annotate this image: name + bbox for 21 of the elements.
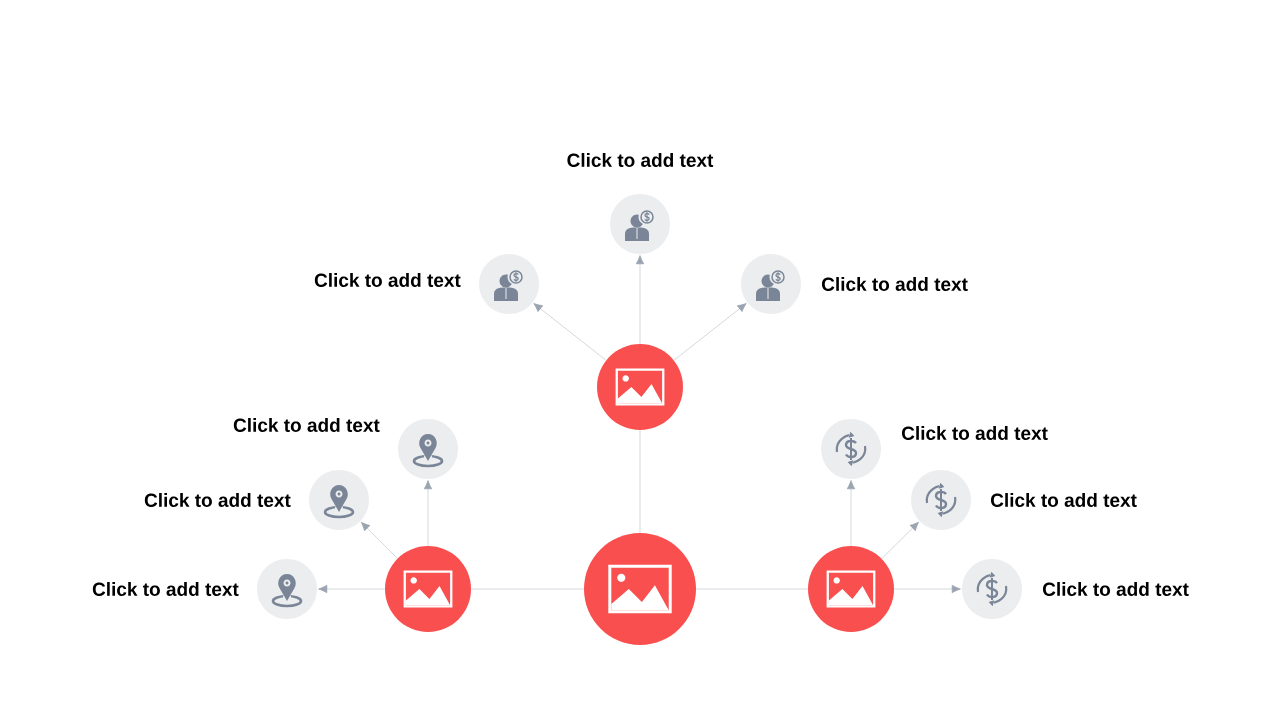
caption-text: Click to add text — [233, 418, 380, 432]
arrow — [423, 480, 433, 547]
caption-text: Click to add text — [991, 493, 1137, 507]
arrow — [360, 521, 398, 559]
caption-text: Click to add text — [92, 582, 239, 596]
arrow — [635, 255, 645, 345]
icon-circle — [821, 419, 881, 479]
icon-circle — [911, 470, 971, 530]
arrow — [318, 584, 386, 594]
arrow — [846, 480, 856, 547]
caption-text: Click to add text — [314, 273, 461, 287]
arrow — [893, 584, 961, 594]
arrow — [533, 303, 607, 361]
arrow — [881, 521, 919, 559]
caption-text: Click to add text — [567, 153, 714, 167]
caption-text: Click to add text — [144, 493, 291, 507]
caption-text: Click to add text — [902, 426, 1048, 440]
icon-circle — [962, 559, 1022, 619]
arrow — [673, 303, 747, 361]
caption-text: Click to add text — [1043, 582, 1189, 596]
caption-text: Click to add text — [822, 277, 968, 291]
